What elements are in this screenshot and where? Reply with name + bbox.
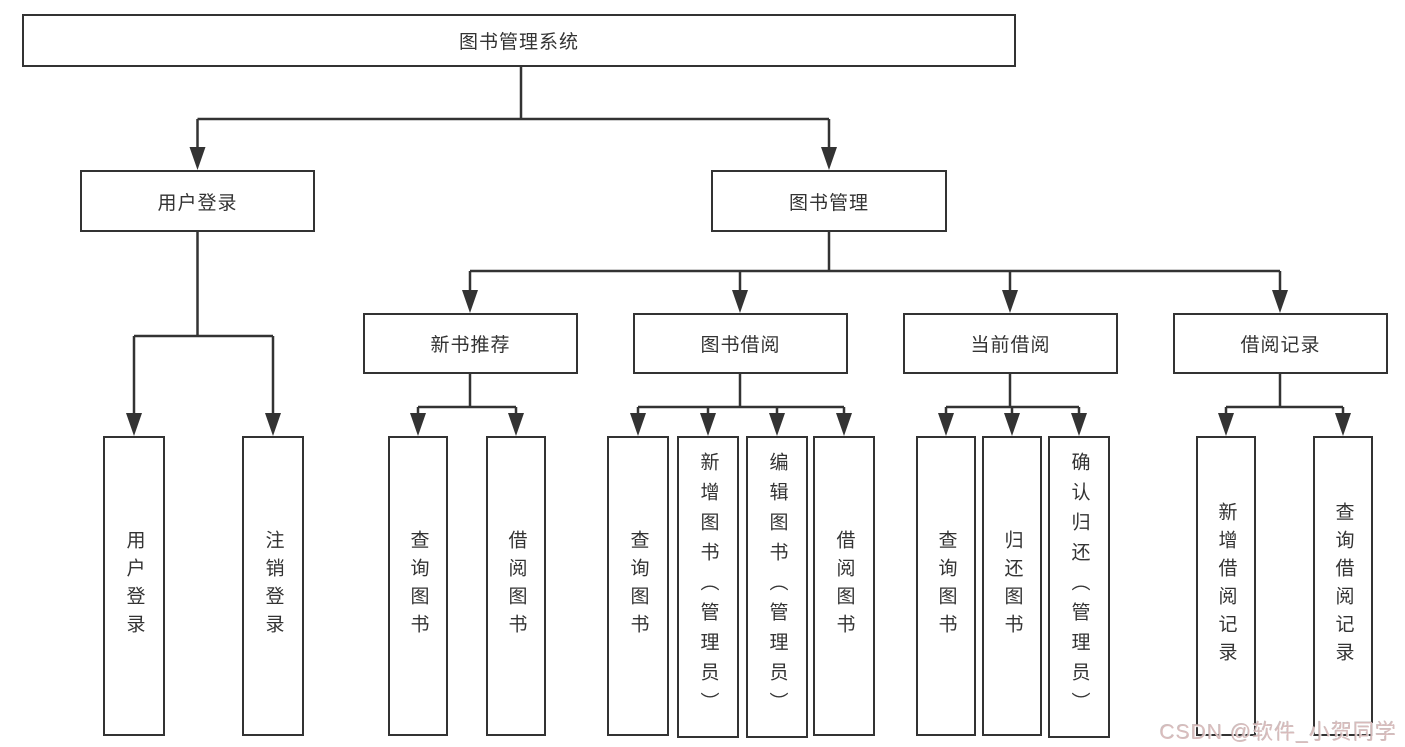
leaf-borrow-books-recommend: 借阅图书 [486,436,546,736]
node-label: 新增图书（管理员） [697,452,719,722]
node-label: 查询借阅记录 [1332,502,1354,670]
node-borrowing-records: 借阅记录 [1173,313,1388,374]
leaf-query-books-borrow: 查询图书 [607,436,669,736]
leaf-edit-books-admin: 编辑图书（管理员） [746,436,808,738]
node-library-management-system: 图书管理系统 [22,14,1016,67]
node-label: 用户登录 [123,530,145,642]
node-new-book-recommendation: 新书推荐 [363,313,578,374]
leaf-confirm-return-admin: 确认归还（管理员） [1048,436,1110,738]
leaf-query-books-recommend: 查询图书 [388,436,448,736]
node-label: 归还图书 [1001,530,1023,642]
node-book-borrowing: 图书借阅 [633,313,848,374]
node-label: 借阅图书 [833,530,855,642]
node-label: 确认归还（管理员） [1068,452,1090,722]
node-label: 查询图书 [935,530,957,642]
node-current-borrowing: 当前借阅 [903,313,1118,374]
csdn-watermark: CSDN @软件_小贺同学 [1159,721,1397,744]
leaf-add-borrow-record: 新增借阅记录 [1196,436,1256,736]
leaf-add-books-admin: 新增图书（管理员） [677,436,739,738]
leaf-query-borrow-record: 查询借阅记录 [1313,436,1373,736]
node-label: 图书管理 [788,192,869,214]
leaf-user-login: 用户登录 [103,436,165,736]
node-label: 当前借阅 [970,335,1051,356]
leaf-logout: 注销登录 [242,436,304,736]
node-label: 新增借阅记录 [1215,502,1237,670]
node-user-login: 用户登录 [80,170,315,232]
leaf-borrow-books: 借阅图书 [813,436,875,736]
node-book-management: 图书管理 [711,170,947,232]
node-label: 借阅图书 [505,530,527,642]
leaf-return-books: 归还图书 [982,436,1042,736]
node-label: 编辑图书（管理员） [766,452,788,722]
node-label: 查询图书 [627,530,649,642]
node-label: 图书借阅 [700,335,781,356]
node-label: 查询图书 [407,530,429,642]
node-label: 用户登录 [157,192,238,214]
arrowheads [126,147,1351,436]
leaf-query-books-current: 查询图书 [916,436,976,736]
node-label: 新书推荐 [430,335,511,356]
node-label: 图书管理系统 [458,32,579,53]
node-label: 借阅记录 [1240,335,1321,356]
node-label: 注销登录 [262,530,284,642]
